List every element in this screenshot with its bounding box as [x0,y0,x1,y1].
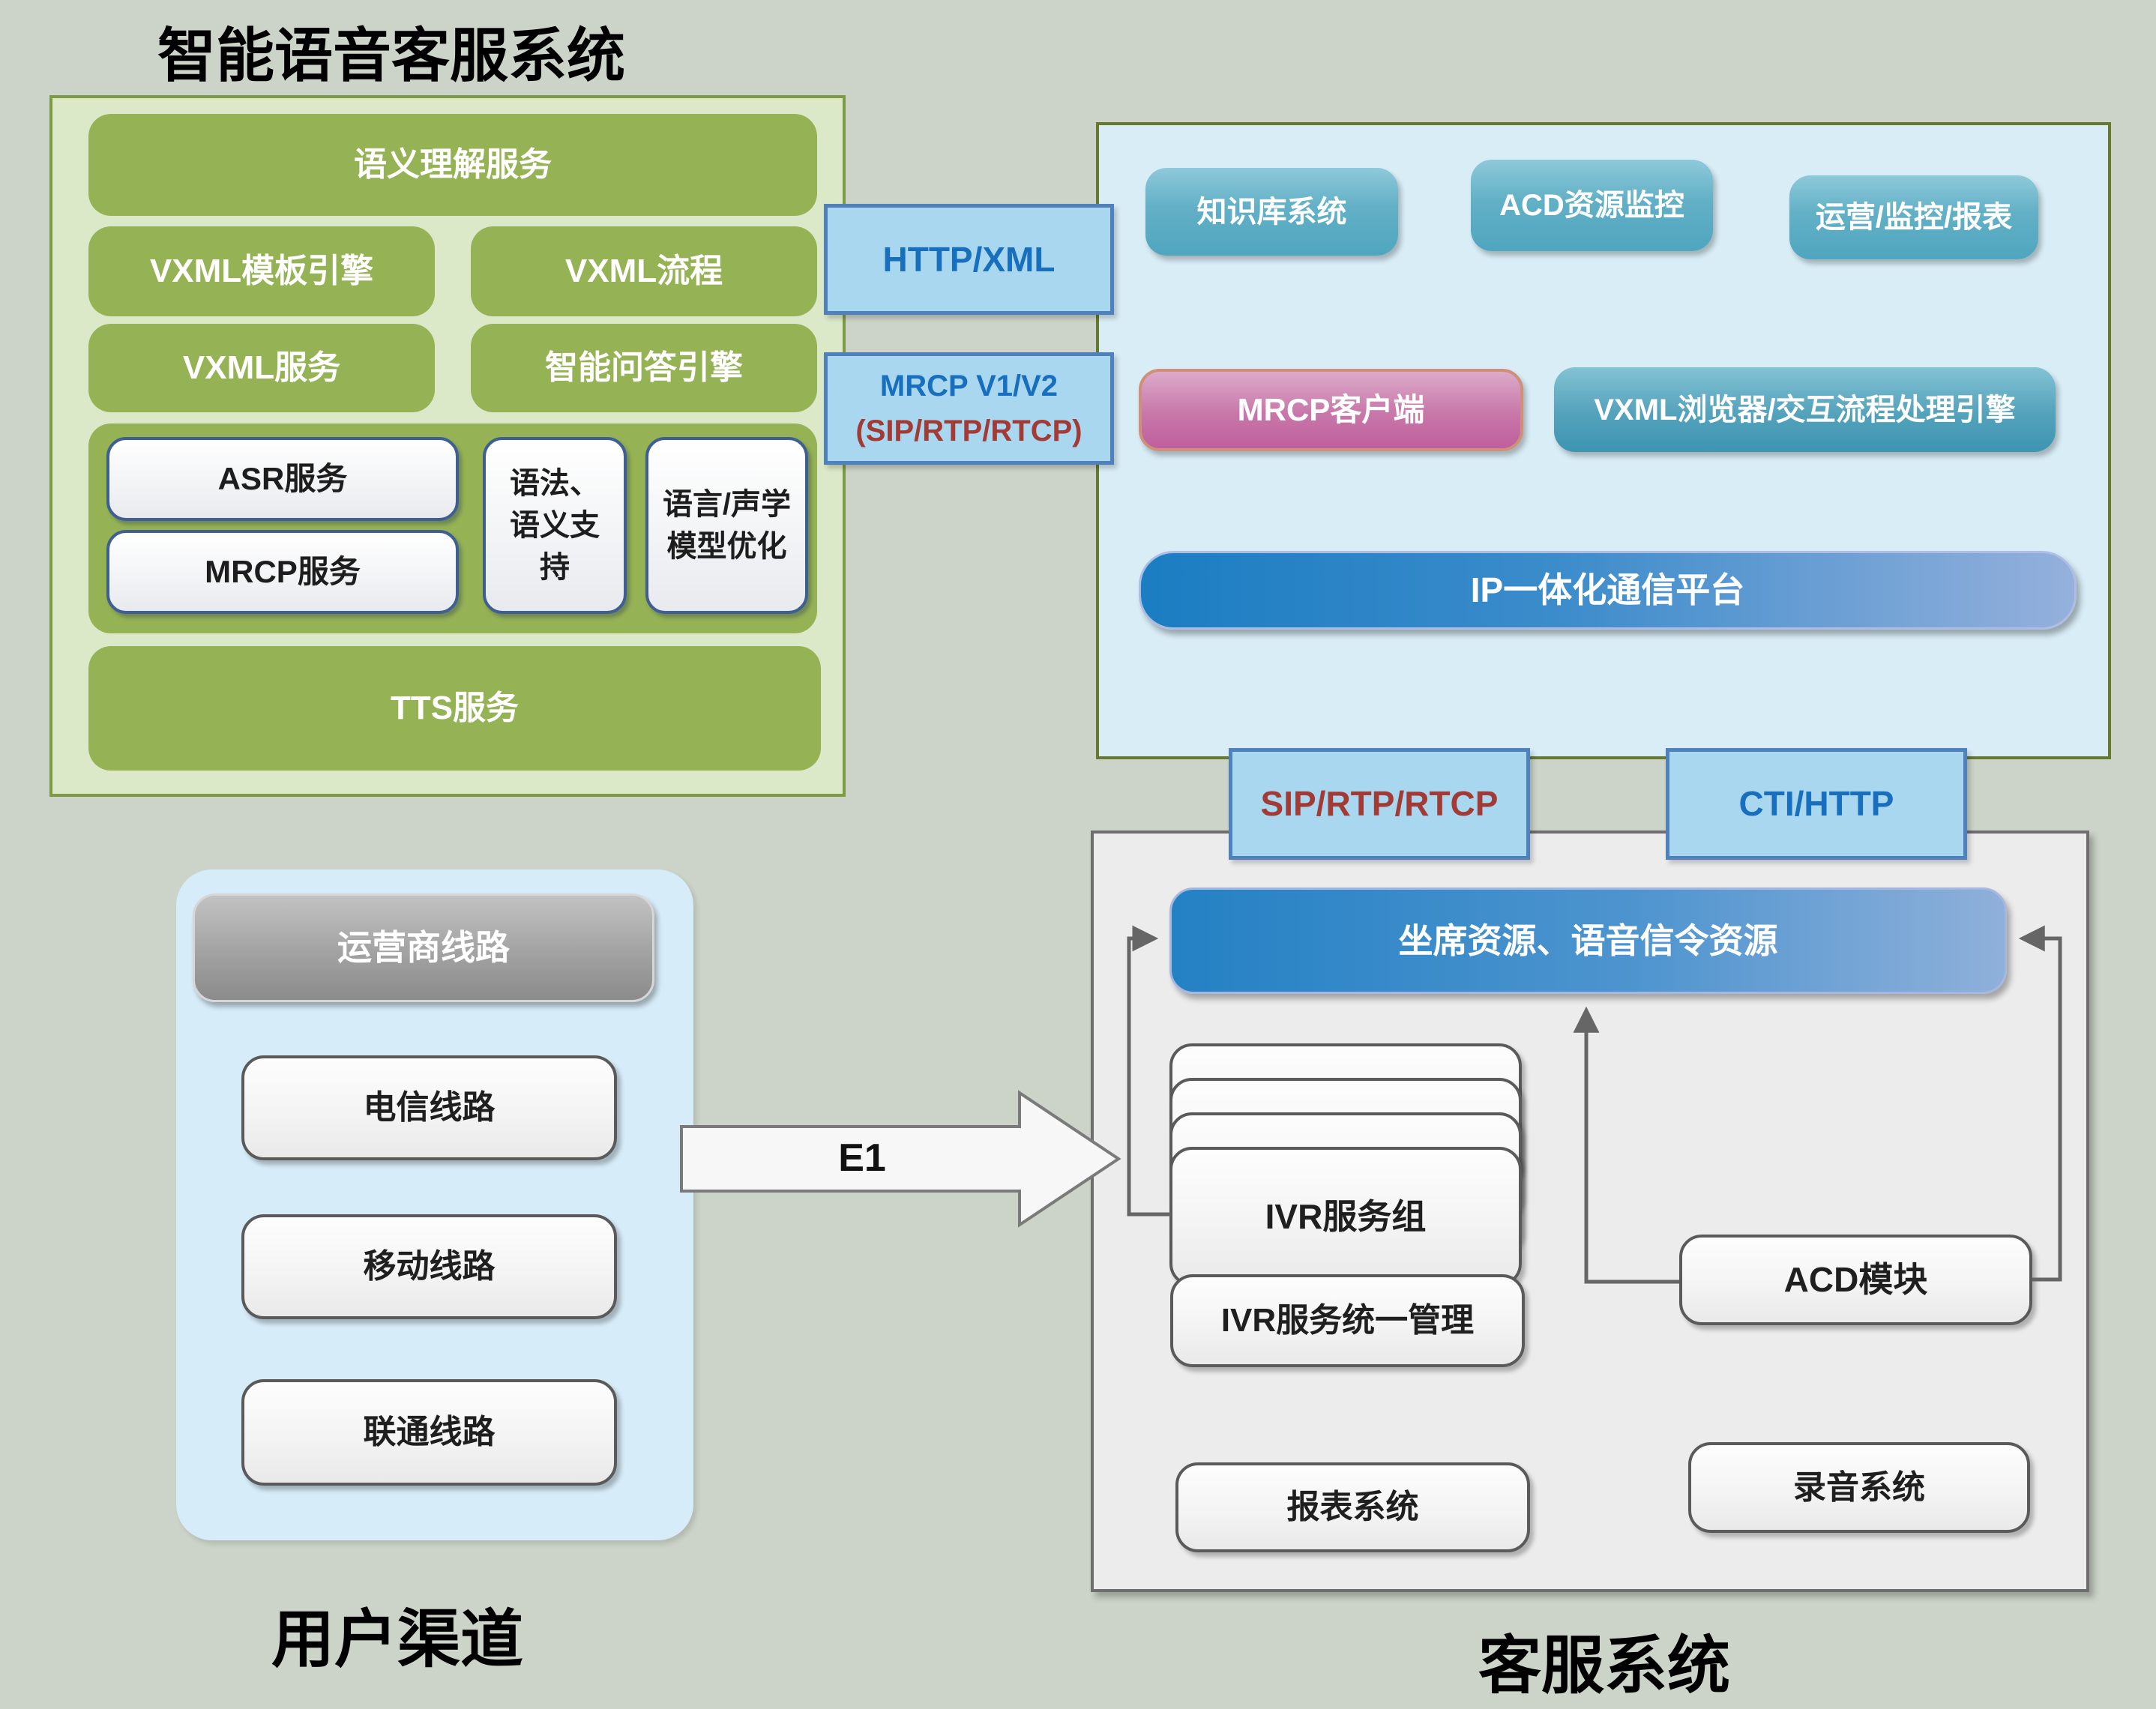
mrcp-service-box: MRCP服务 [106,530,459,614]
sip-rtp-connector: SIP/RTP/RTCP [1229,748,1530,860]
mrcp-protocol-connector: MRCP V1/V2 (SIP/RTP/RTCP) [824,352,1114,465]
ops-report-box: 运营/监控/报表 [1789,175,2038,259]
ivr-group-box: IVR服务组 [1169,1147,1522,1286]
ivr-mgmt-box: IVR服务统一管理 [1170,1274,1525,1367]
semantic-service-box: 语义理解服务 [88,114,817,216]
vxml-browser-box: VXML浏览器/交互流程处理引擎 [1554,367,2056,452]
grammar-support-box: 语法、语义支持 [483,437,627,614]
recording-system-box: 录音系统 [1688,1442,2030,1533]
mrcp-protocol-line1: MRCP V1/V2 [879,370,1059,403]
e1-label: E1 [838,1136,886,1180]
seat-resource-bar: 坐席资源、语音信令资源 [1169,887,2007,994]
acoustic-model-box: 语言/声学模型优化 [645,437,808,614]
report-system-box: 报表系统 [1175,1462,1530,1552]
vxml-service-box: VXML服务 [88,324,435,412]
telecom-line-box: 电信线路 [241,1055,617,1160]
mobile-line-box: 移动线路 [241,1214,617,1319]
acd-module-box: ACD模块 [1679,1235,2032,1325]
cti-http-connector: CTI/HTTP [1666,748,1967,860]
ip-platform-bar: IP一体化通信平台 [1139,551,2077,630]
vxml-flow-box: VXML流程 [471,226,817,316]
voice-system-title: 智能语音客服系统 [157,22,626,88]
mrcp-protocol-line2: (SIP/RTP/RTCP) [855,415,1082,447]
unicom-line-box: 联通线路 [241,1379,617,1486]
user-channel-label: 用户渠道 [271,1604,523,1675]
carrier-line-box: 运营商线路 [193,893,654,1002]
acd-monitor-box: ACD资源监控 [1471,160,1713,251]
knowledge-base-box: 知识库系统 [1145,168,1398,256]
http-xml-connector: HTTP/XML [824,204,1114,315]
asr-service-box: ASR服务 [106,437,459,521]
tts-service-box: TTS服务 [88,646,821,771]
mrcp-client-box: MRCP客户端 [1139,369,1523,451]
service-system-label: 客服系统 [1478,1630,1730,1701]
vxml-template-box: VXML模板引擎 [88,226,435,316]
qa-engine-box: 智能问答引擎 [471,324,817,412]
